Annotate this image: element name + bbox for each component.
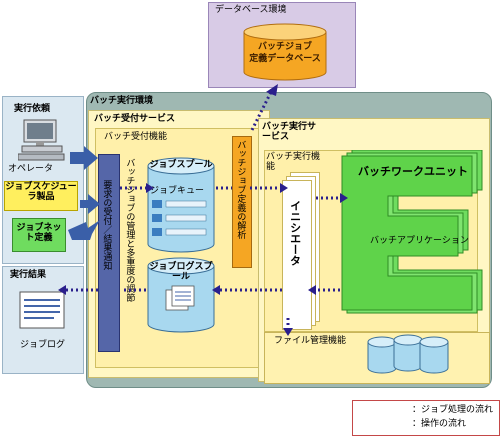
job-definition-database-icon [243, 23, 327, 81]
file-management-title: ファイル管理機能 [274, 336, 347, 346]
request-notify-bar [98, 154, 120, 352]
joblog-document-icon [19, 291, 65, 329]
joblog-label: ジョブログ [20, 340, 66, 350]
joblog-spool-cylinder [147, 257, 215, 333]
batch-execution-service-title: バッチ実行サービス [262, 122, 317, 143]
operator-label: オペレータ [8, 164, 54, 174]
operator-to-accept-arrow [70, 146, 98, 170]
job-spool-label: ジョブスプール [149, 160, 213, 170]
database-environment-title: データベース環境 [215, 5, 287, 15]
scheduler-to-accept-arrow [80, 194, 100, 214]
batch-execution-environment-title: バッチ実行環境 [90, 96, 154, 106]
job-scheduler-product-box: ジョブスケジューラ製品 [4, 181, 78, 211]
file-storage-cylinders [367, 334, 449, 374]
batch-execution-function-title: バッチ実行機能 [266, 152, 321, 173]
operator-computer-icon [18, 119, 65, 161]
analysis-to-db-flow [250, 89, 274, 131]
legend-job-flow-label: ：ジョブ処理の流れ [412, 405, 494, 415]
initiator-label: イニシエータ [288, 200, 302, 266]
request-notify-label: 要求の受付／結果通知 [101, 180, 112, 270]
job-manage-label: バッチジョブの管理と多重度の調節 [124, 158, 135, 302]
batch-work-unit-title: バッチワークユニット [358, 165, 468, 178]
job-queue-label: ジョブキュー [150, 186, 205, 196]
jobnet-definition-box: ジョブネット定義 [12, 218, 66, 252]
legend-box [352, 400, 500, 436]
job-definition-database-label-1: バッチジョブ [257, 42, 312, 52]
job-definition-analysis-label: バッチジョブ定義の解析 [235, 140, 246, 239]
initiator-card [282, 180, 312, 330]
legend-operation-flow-label: ：操作の流れ [412, 419, 467, 429]
batch-accept-service-title: バッチ受付サービス [94, 114, 176, 124]
job-definition-analysis-bar [232, 136, 252, 268]
joblog-spool-label: ジョブログスプール [149, 262, 213, 283]
jobnet-to-accept-arrow [68, 220, 100, 240]
batch-accept-function-title: バッチ受付機能 [104, 132, 168, 142]
job-definition-database-label-2: 定義データベース [249, 54, 321, 64]
execution-result-title: 実行結果 [10, 270, 47, 280]
job-queue-items [152, 200, 207, 236]
execution-request-title: 実行依頼 [14, 104, 51, 114]
batch-application-label: バッチアプリケーション [370, 236, 469, 246]
batch-work-unit-shape [341, 150, 483, 314]
